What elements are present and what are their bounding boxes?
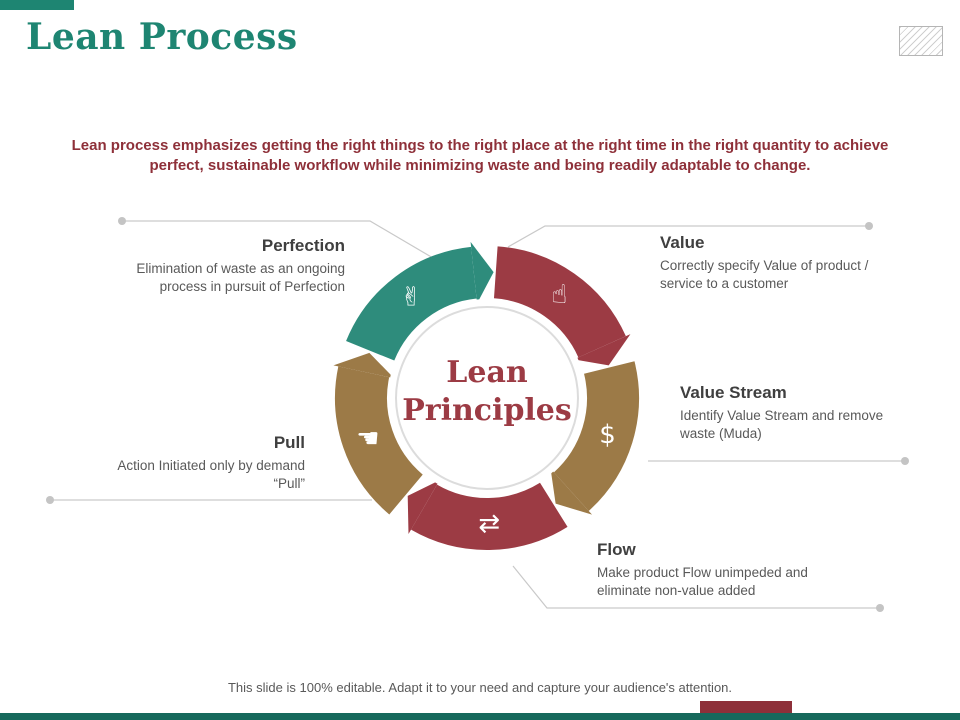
segment-flow-arc <box>411 482 568 550</box>
segment-pull-arrowhead <box>333 352 395 379</box>
diagram-center-circle <box>395 306 579 490</box>
segment-flow-arrowhead <box>407 480 440 534</box>
flow-arrows-icon: ⇄ <box>478 509 500 539</box>
callout-value-stream-heading: Value Stream <box>680 383 787 402</box>
segment-value-arc <box>493 246 626 359</box>
connector-flow <box>512 565 880 609</box>
connector-dot-pull <box>46 496 54 504</box>
slide-subtitle: Lean process emphasizes getting the righ… <box>71 137 889 174</box>
image-placeholder-icon <box>899 26 943 56</box>
diagram-center-title: Lean Principles <box>402 355 572 428</box>
segment-perfection-arc <box>346 246 478 362</box>
connector-perfection <box>122 220 434 259</box>
callout-value-description: Correctly specify Value of product / ser… <box>660 258 869 292</box>
connector-dot-value-stream <box>901 457 909 465</box>
bottom-right-accent-bar <box>700 701 792 714</box>
segment-value-stream-arrowhead <box>550 468 593 515</box>
callout-value-heading: Value <box>660 233 705 252</box>
callout-value-stream: Value Stream Identify Value Stream and r… <box>680 383 915 443</box>
segment-value-stream-arc <box>553 361 639 511</box>
callout-value-stream-description: Identify Value Stream and remove waste (… <box>680 408 884 442</box>
callout-perfection-description: Elimination of waste as an ongoing proce… <box>136 261 345 295</box>
slide-footer-note: This slide is 100% editable. Adapt it to… <box>227 680 733 695</box>
callout-perfection: Perfection Elimination of waste as an on… <box>90 236 345 296</box>
bottom-edge-strip <box>0 713 960 720</box>
connector-dot-flow <box>876 604 884 612</box>
callout-pull-description: Action Initiated only by demand “Pull” <box>117 458 305 492</box>
callout-perfection-heading: Perfection <box>261 236 345 255</box>
callout-flow-heading: Flow <box>597 540 636 559</box>
connector-dot-perfection <box>118 217 126 225</box>
callout-flow-description: Make product Flow unimpeded and eliminat… <box>597 565 808 599</box>
callout-pull: Pull Action Initiated only by demand “Pu… <box>95 433 305 493</box>
hand-with-coins-icon: ☝ <box>551 280 567 310</box>
connector-value <box>507 225 869 248</box>
callout-value: Value Correctly specify Value of product… <box>660 233 900 293</box>
page-title: Lean Process <box>26 16 298 58</box>
segment-perfection-arrowhead <box>470 241 494 304</box>
callout-pull-heading: Pull <box>273 433 305 452</box>
top-left-accent-bar <box>0 0 74 10</box>
gesture-hand-icon: ✌ <box>400 282 422 312</box>
lean-principles-diagram: ☝ $ ⇄ ☚ ✌ <box>333 241 639 550</box>
segment-value-arrowhead <box>573 334 631 366</box>
person-pulling-icon: ☚ <box>356 424 379 454</box>
segment-pull-arc <box>335 366 424 515</box>
dollar-circulation-icon: $ <box>599 420 616 450</box>
callout-flow: Flow Make product Flow unimpeded and eli… <box>597 540 842 600</box>
connector-dot-value <box>865 222 873 230</box>
